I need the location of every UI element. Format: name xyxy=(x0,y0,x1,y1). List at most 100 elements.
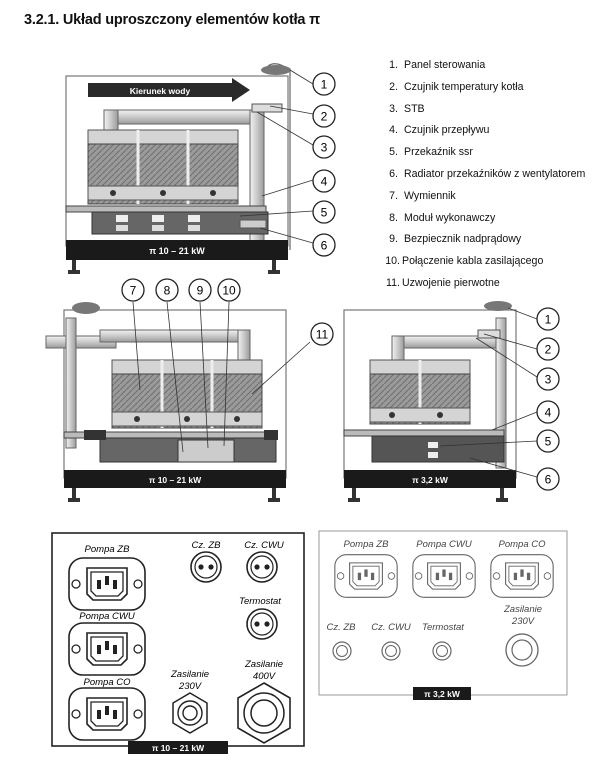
pompa-cwu-label: Pompa CWU xyxy=(416,539,472,550)
legend-item-label: Czujnik temperatury kotła xyxy=(404,80,524,93)
pompa-cwu-label: Pompa CWU xyxy=(79,611,135,622)
legend-item-number: 8. xyxy=(389,211,398,224)
callout-number: 10 xyxy=(222,284,236,298)
pompa-co-label: Pompa CO xyxy=(499,539,547,550)
legend-item: 5. Przekaźnik ssr xyxy=(382,142,585,164)
callout-marker: 10 xyxy=(217,278,241,302)
mid-left-boiler-diagram: π 10 – 21 kW 7 8 9 10 11 xyxy=(45,278,334,502)
callout-number: 8 xyxy=(164,284,171,298)
thermostat-socket-icon xyxy=(246,608,278,640)
callout-marker: 1 xyxy=(312,72,336,96)
panel-large-badge: π 10 – 21 kW xyxy=(152,743,205,753)
section-heading: 3.2.1. Układ uproszczony elementów kotła… xyxy=(24,12,321,28)
callout-marker: 7 xyxy=(121,278,145,302)
legend-item: 3. STB xyxy=(382,99,585,121)
legend-item-number: 3. xyxy=(389,102,398,115)
mid-left-model-label: π 10 – 21 kW xyxy=(149,475,202,485)
legend-item: 4. Czujnik przepływu xyxy=(382,120,585,142)
callout-marker: 2 xyxy=(312,104,336,128)
legend-item-label: Wymiennik xyxy=(404,189,456,202)
legend-item-number: 10. xyxy=(385,255,400,268)
callout-number: 3 xyxy=(321,141,328,155)
pompa-zb-label: Pompa ZB xyxy=(85,544,131,555)
callout-marker: 9 xyxy=(188,278,212,302)
legend-item-label: Panel sterowania xyxy=(404,59,486,71)
pump-socket-icon xyxy=(412,554,476,598)
callout-marker: 3 xyxy=(312,135,336,159)
zasilanie-230-label-line2: 230V xyxy=(178,681,203,692)
zasilanie-400-label-line1: Zasilanie xyxy=(244,659,283,670)
termostat-label: Termostat xyxy=(422,622,464,633)
cable-gland-icon xyxy=(505,633,539,667)
pump-socket-icon xyxy=(334,554,398,598)
connector-panel-small: π 3,2 kW Pompa ZB Pompa CWU Pompa CO Cz.… xyxy=(318,530,568,700)
callout-number: 5 xyxy=(321,206,328,220)
legend-item-label: Uzwojenie pierwotne xyxy=(402,276,500,289)
legend-item-number: 1. xyxy=(389,59,398,71)
legend-item: 2.Czujnik temperatury kotła xyxy=(382,77,585,99)
pump-socket-icon xyxy=(68,557,146,611)
legend-item-label: Przekaźnik ssr xyxy=(404,146,473,159)
callout-marker: 5 xyxy=(536,429,560,453)
cz-cwu-label: Cz. CWU xyxy=(244,540,284,551)
legend-item-number: 6. xyxy=(389,167,398,180)
cable-gland-icon xyxy=(237,682,291,744)
callout-marker: 8 xyxy=(155,278,179,302)
callout-number: 6 xyxy=(321,239,328,253)
zasilanie-label-line1: Zasilanie xyxy=(503,604,542,615)
legend-item-number: 9. xyxy=(389,233,398,246)
callout-marker: 1 xyxy=(536,307,560,331)
termostat-label: Termostat xyxy=(239,596,281,607)
legend-item: 7. Wymiennik xyxy=(382,186,585,208)
pump-socket-icon xyxy=(68,622,146,676)
callout-marker: 3 xyxy=(536,367,560,391)
callout-number: 11 xyxy=(316,328,329,342)
legend-item-number: 11. xyxy=(386,276,400,289)
zasilanie-400-label-line2: 400V xyxy=(253,671,277,682)
connector-panel-large: π 10 – 21 kW Pompa ZB Pompa CWU Pompa CO… xyxy=(51,532,305,754)
legend-item-label: Połączenie kabla zasilającego xyxy=(402,255,544,268)
legend-item-label: Radiator przekaźników z wentylatorem xyxy=(404,167,586,180)
legend-item-label: STB xyxy=(404,102,425,115)
pompa-zb-label: Pompa ZB xyxy=(344,539,390,550)
zasilanie-label-line2: 230V xyxy=(511,616,536,627)
cz-zb-label: Cz. ZB xyxy=(326,622,356,633)
legend-item-label: Czujnik przepływu xyxy=(404,124,490,137)
panel-small-badge: π 3,2 kW xyxy=(424,689,461,699)
legend-item: 1. Panel sterowania xyxy=(382,55,585,77)
zasilanie-230-label-line1: Zasilanie xyxy=(170,669,209,680)
legend-item: 9. Bezpiecznik nadprądowy xyxy=(382,229,585,251)
pump-socket-icon xyxy=(68,687,146,741)
water-direction-arrow xyxy=(88,78,250,102)
pump-socket-icon xyxy=(490,554,554,598)
sensor-socket-icon xyxy=(190,551,222,583)
callout-number: 1 xyxy=(321,78,328,92)
water-direction-label: Kierunek wody xyxy=(130,86,191,96)
legend-item-label: Bezpiecznik nadprądowy xyxy=(404,233,522,246)
sensor-socket-icon xyxy=(332,641,352,661)
callout-number: 7 xyxy=(130,284,137,298)
callout-number: 1 xyxy=(545,313,552,327)
top-boiler-diagram: Kierunek wody π 10 – 21 kW 1 2 3 xyxy=(65,63,336,274)
legend-item-number: 7. xyxy=(389,189,398,202)
callout-marker: 5 xyxy=(312,200,336,224)
component-legend: 1. Panel sterowania 2.Czujnik temperatury … xyxy=(382,55,585,295)
callout-marker: 11 xyxy=(310,322,334,346)
legend-item-label: Moduł wykonawczy xyxy=(404,211,496,224)
callout-number: 6 xyxy=(545,473,552,487)
legend-item: 10.Połączenie kabla zasilającego xyxy=(382,251,585,273)
legend-item-number: 4. xyxy=(389,124,398,137)
callout-number: 2 xyxy=(321,110,328,124)
callout-number: 5 xyxy=(545,435,552,449)
mid-right-model-label: π 3,2 kW xyxy=(412,475,449,485)
callout-number: 4 xyxy=(545,406,552,420)
callout-marker: 6 xyxy=(536,467,560,491)
legend-item: 8. Moduł wykonawczy xyxy=(382,208,585,230)
callout-number: 9 xyxy=(197,284,204,298)
legend-item-number: 5. xyxy=(389,146,398,159)
sensor-socket-icon xyxy=(381,641,401,661)
top-model-label: π 10 – 21 kW xyxy=(149,246,205,256)
callout-marker: 6 xyxy=(312,233,336,257)
callout-marker: 4 xyxy=(536,400,560,424)
